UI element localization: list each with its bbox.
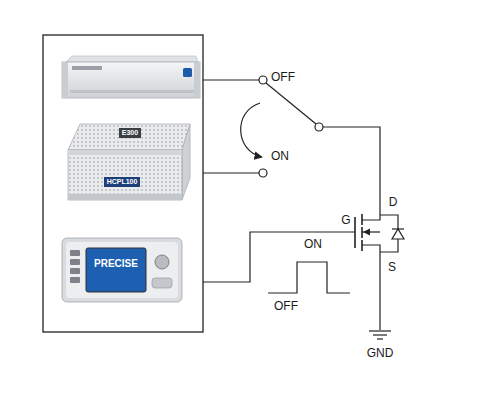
device-node: E300 [62, 56, 200, 100]
net-name: GND [367, 347, 394, 360]
screen-brand: PRECISE [94, 258, 138, 269]
ground-symbol [369, 331, 391, 339]
hcpl100-unit [68, 124, 190, 200]
mosfet-symbol [355, 214, 404, 252]
device-node: HCPL100 [66, 122, 192, 202]
bench-instrument [62, 238, 182, 302]
wiring [203, 76, 380, 330]
switch-position: ON [271, 150, 289, 163]
signal-state: ON [304, 238, 322, 251]
e300-rack-unit [62, 56, 200, 98]
device-node: PRECISE [62, 238, 182, 302]
pin-name: S [388, 261, 396, 274]
pin-name: G [341, 214, 350, 227]
box-nameplate: HCPL100 [104, 177, 141, 187]
gate-pulse [268, 262, 350, 293]
switch-position: OFF [271, 71, 295, 84]
rack-nameplate: E300 [119, 128, 141, 138]
signal-state: OFF [274, 300, 298, 313]
pin-name: D [389, 196, 398, 209]
instrument-frame [43, 35, 203, 332]
